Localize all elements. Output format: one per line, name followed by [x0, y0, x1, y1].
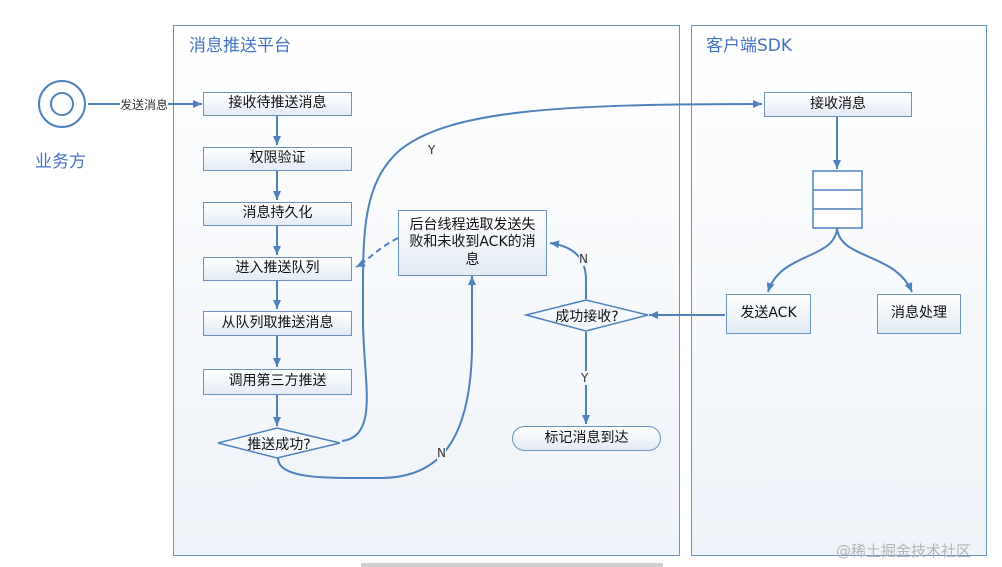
receive-pending-node: 接收待推送消息 [203, 92, 352, 116]
dequeue-node: 从队列取推送消息 [203, 311, 352, 336]
edge-label-recv-yes: Y [581, 371, 589, 385]
persist-node: 消息持久化 [203, 202, 352, 226]
edge-queue-to-process [836, 227, 913, 293]
edge-recv-no [549, 240, 587, 299]
edge-label-push-yes: Y [428, 143, 436, 157]
enqueue-node: 进入推送队列 [203, 257, 352, 281]
edge-background-to-enqueue [355, 237, 399, 268]
watermark: @稀土掘金技术社区 [836, 542, 972, 560]
mark-arrived-node: 标记消息到达 [512, 426, 661, 451]
actor-label: 业务方 [35, 152, 86, 172]
edge-push-yes [341, 100, 763, 442]
edge-label-recv-no: N [579, 252, 588, 266]
background-thread-node: 后台线程选取发送失败和未收到ACK的消息 [398, 210, 547, 276]
message-process-node: 消息处理 [877, 294, 961, 334]
send-ack-node: 发送ACK [726, 294, 811, 334]
sdk-receive-node: 接收消息 [764, 92, 912, 117]
edge-push-no [277, 276, 476, 480]
recv-success-label: 成功接收? [555, 309, 619, 325]
sdk-panel-title: 客户端SDK [706, 36, 793, 56]
edge-label-push-no: N [437, 446, 446, 460]
recv-success-diamond [523, 299, 649, 332]
platform-panel-title: 消息推送平台 [189, 36, 291, 56]
edge-label-send-message: 发送消息 [120, 96, 169, 113]
sdk-queue-icon [812, 170, 863, 229]
push-success-diamond [217, 427, 341, 459]
edge-queue-to-ack [766, 227, 838, 293]
call-third-party-node: 调用第三方推送 [203, 369, 352, 395]
auth-check-node: 权限验证 [203, 147, 352, 171]
push-success-label: 推送成功? [247, 437, 311, 453]
